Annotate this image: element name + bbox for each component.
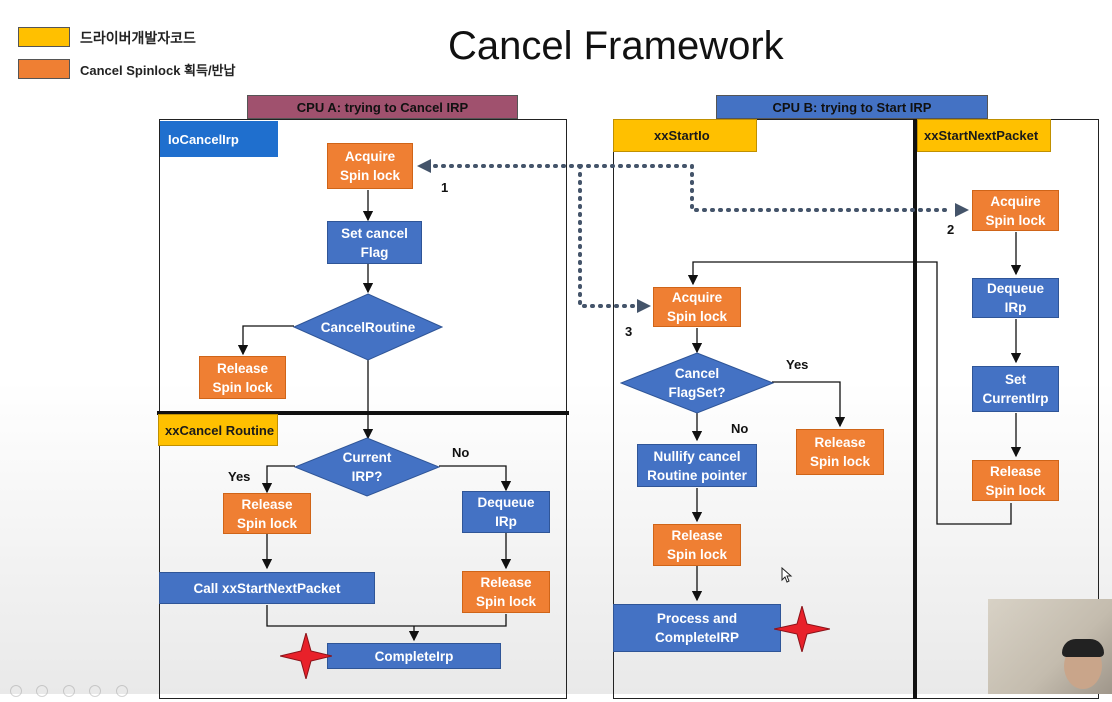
cpu-a-release-spinlock-1: Release Spin lock — [199, 356, 286, 399]
set-current-irp: Set CurrentIrp — [972, 366, 1059, 412]
start-next-dequeue-irp: Dequeue IRp — [972, 278, 1059, 318]
page-title: Cancel Framework — [448, 24, 784, 68]
call-xx-start-next-packet: Call xxStartNextPacket — [159, 572, 375, 604]
xx-start-next-packet-header: xxStartNextPacket — [917, 119, 1051, 152]
cpu-a-dequeue-irp: Dequeue IRp — [462, 491, 550, 533]
cpu-a-header: CPU A: trying to Cancel IRP — [247, 95, 518, 119]
legend-swatch-spinlock — [18, 59, 70, 79]
star-icon — [280, 633, 332, 679]
cancel-routine-decision: CancelRoutine — [320, 319, 416, 335]
webcam-overlay — [988, 599, 1112, 694]
toolbar-icon[interactable] — [62, 685, 75, 697]
legend-label-spinlock: Cancel Spinlock 획득/반납 — [80, 63, 236, 78]
process-and-complete-irp: Process and CompleteIRP — [613, 604, 781, 652]
star-icon — [774, 606, 830, 652]
step-1-label: 1 — [441, 180, 449, 195]
xx-start-io-header: xxStartIo — [613, 119, 757, 152]
presentation-toolbar[interactable] — [10, 684, 160, 697]
set-cancel-flag: Set cancel Flag — [327, 221, 422, 264]
cpu-b-header: CPU B: trying to Start IRP — [716, 95, 988, 119]
cpu-b-release-spinlock: Release Spin lock — [653, 524, 741, 566]
current-irp-yes-label: Yes — [228, 469, 251, 484]
legend-label-driver-code: 드라이버개발자코드 — [80, 30, 196, 46]
cancel-flag-decision-shape — [620, 352, 774, 414]
cancel-flag-decision: Cancel FlagSet? — [668, 366, 726, 400]
cpu-b-release-spinlock-yes: Release Spin lock — [796, 429, 884, 475]
cpu-a-acquire-spinlock: Acquire Spin lock — [327, 143, 413, 189]
start-next-acquire-spinlock: Acquire Spin lock — [972, 190, 1059, 231]
toolbar-icon[interactable] — [89, 685, 102, 697]
step-2-label: 2 — [947, 222, 955, 237]
xx-cancel-routine-header: xxCancel Routine — [158, 414, 278, 446]
io-cancel-irp-header: IoCancelIrp — [160, 121, 278, 157]
cpu-a-release-spinlock-3: Release Spin lock — [462, 571, 550, 613]
current-irp-no-label: No — [452, 445, 470, 460]
toolbar-icon[interactable] — [36, 685, 49, 697]
complete-irp: CompleteIrp — [327, 643, 501, 669]
current-irp-decision: Current IRP? — [342, 450, 392, 484]
cancel-routine-decision-shape — [293, 293, 443, 361]
presenter-hair — [1062, 639, 1104, 657]
nullify-cancel-routine-pointer: Nullify cancel Routine pointer — [637, 444, 757, 487]
cpu-b-acquire-spinlock: Acquire Spin lock — [653, 287, 741, 327]
cancel-flag-yes-label: Yes — [786, 357, 809, 372]
step-3-label: 3 — [625, 324, 633, 339]
cpu-a-release-spinlock-2: Release Spin lock — [223, 493, 311, 534]
legend-swatch-driver-code — [18, 27, 70, 47]
toolbar-icon[interactable] — [115, 685, 128, 697]
toolbar-icon[interactable] — [10, 685, 22, 697]
start-next-release-spinlock: Release Spin lock — [972, 460, 1059, 501]
cpu-a-divider — [157, 411, 569, 415]
current-irp-decision-shape — [294, 437, 440, 497]
mouse-cursor-icon — [781, 567, 793, 583]
cancel-flag-no-label: No — [731, 421, 749, 436]
cpu-b-divider — [913, 119, 917, 699]
